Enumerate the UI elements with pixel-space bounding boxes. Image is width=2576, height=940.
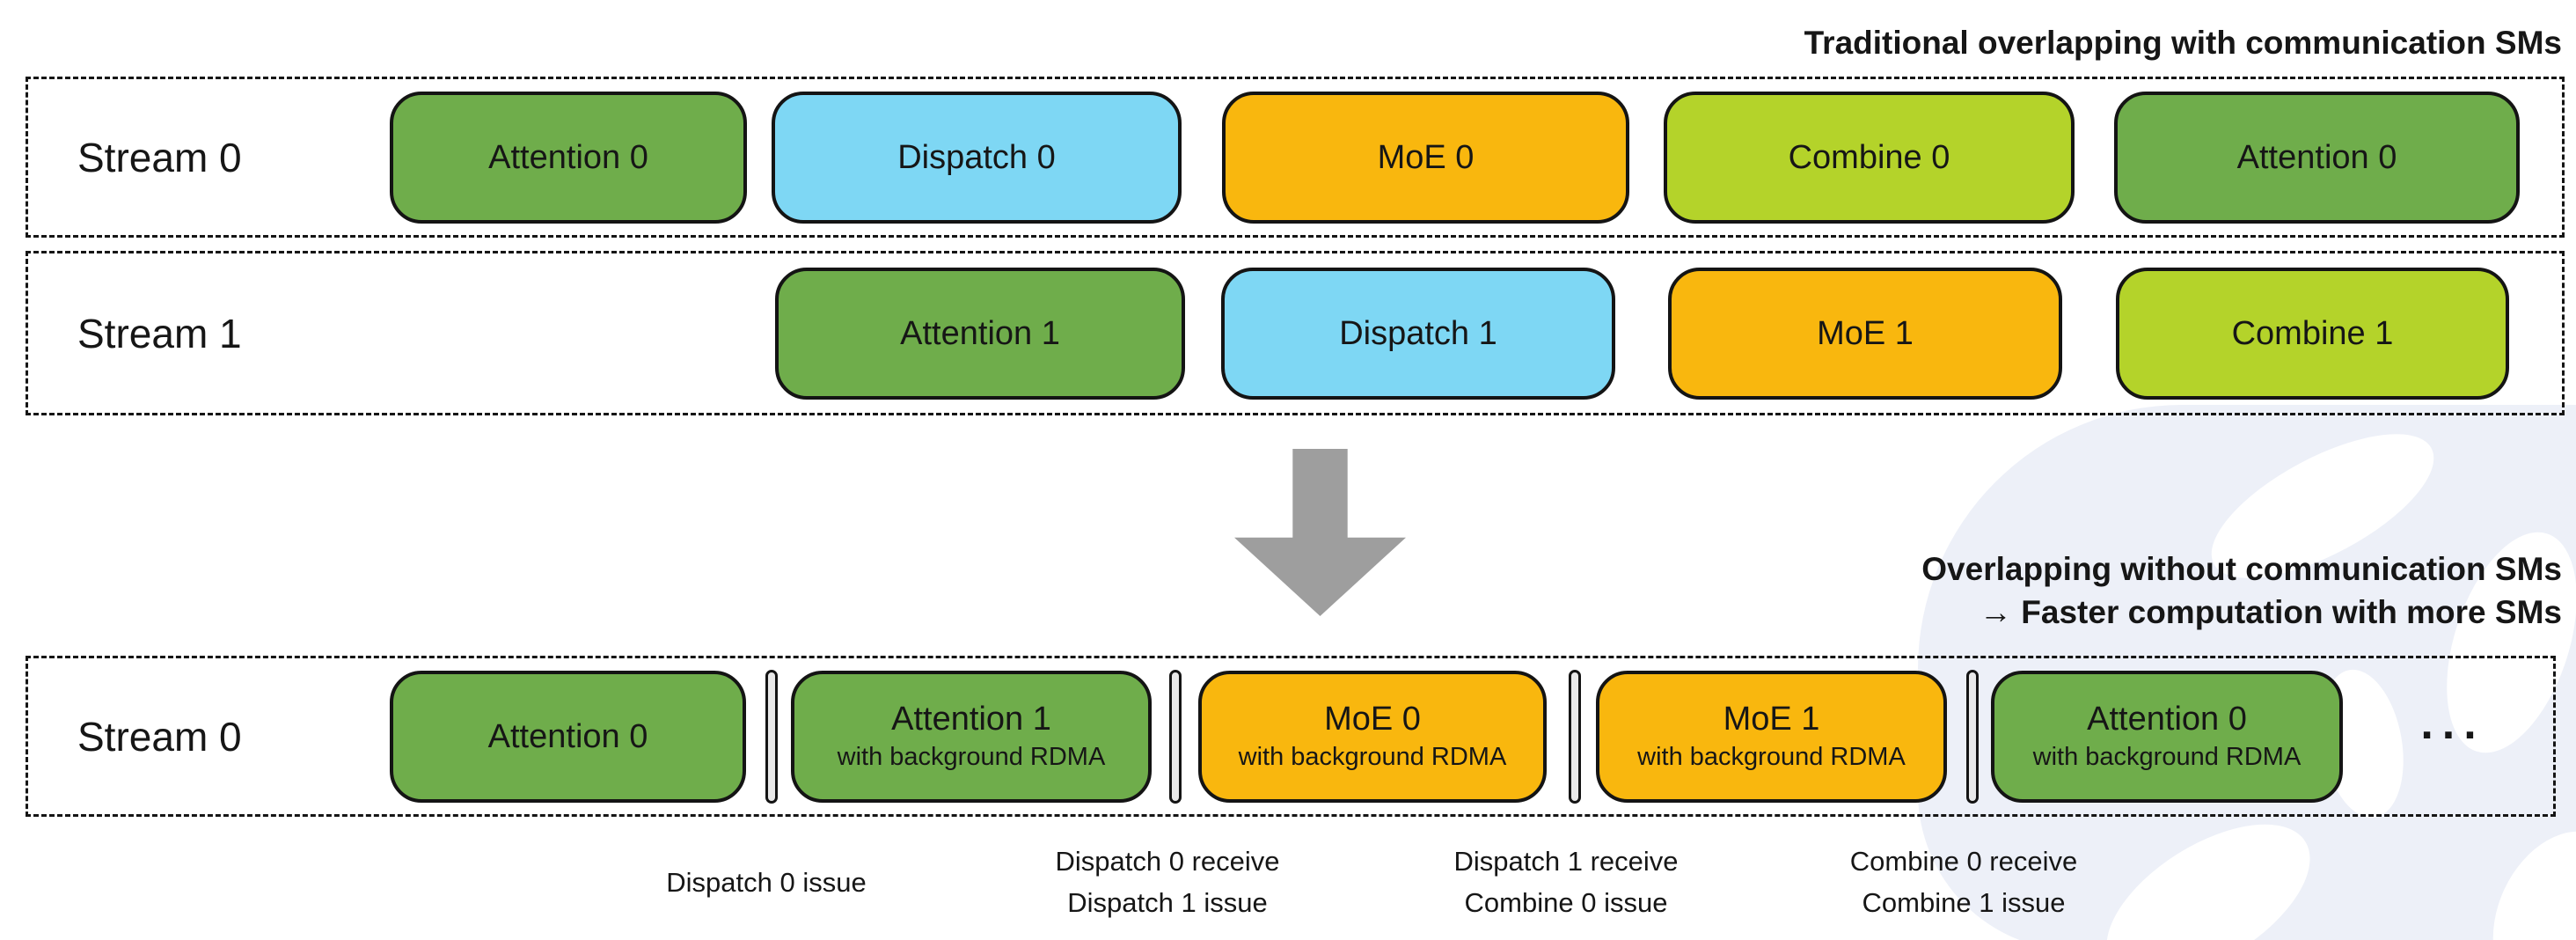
- task-box-attention-0: Attention 0 with background RDMA: [1991, 670, 2343, 803]
- stream-row-traditional-stream-0: Stream 0 Attention 0 Dispatch 0 MoE 0 Combin…: [26, 77, 2565, 238]
- overlap-title: Overlapping without communication SMs → …: [1921, 547, 2562, 634]
- task-label: Attention 1: [900, 314, 1060, 352]
- task-label: Attention 0: [2236, 138, 2397, 176]
- task-box-attention-0: Attention 0: [390, 670, 746, 803]
- task-box-moe-1: MoE 1: [1668, 267, 2062, 400]
- task-label: Dispatch 0: [897, 138, 1056, 176]
- task-sublabel: with background RDMA: [1238, 743, 1507, 771]
- task-label: Combine 1: [2231, 314, 2394, 352]
- annotation-1: Dispatch 0 issue: [666, 838, 866, 926]
- annotation-line: Dispatch 0 issue: [666, 866, 867, 898]
- annotation-line: Dispatch 1 receive: [1453, 846, 1679, 877]
- task-label: Attention 0: [488, 138, 648, 176]
- task-box-moe-1: MoE 1 with background RDMA: [1596, 670, 1947, 803]
- task-box-dispatch-0: Dispatch 0: [772, 91, 1182, 224]
- sm-separator: [1966, 669, 1979, 804]
- task-box-moe-0: MoE 0: [1222, 91, 1629, 224]
- stream-label-fused-stream-0: Stream 0: [77, 713, 242, 760]
- task-sublabel: with background RDMA: [837, 743, 1106, 771]
- task-label: MoE 0: [1324, 701, 1421, 738]
- task-box-attention-1: Attention 1: [775, 267, 1185, 400]
- task-box-combine-1: Combine 1: [2116, 267, 2509, 400]
- task-label: MoE 1: [1723, 701, 1820, 738]
- annotation-line: Dispatch 1 issue: [1067, 887, 1268, 918]
- annotation-line: Dispatch 0 receive: [1055, 846, 1280, 877]
- sm-separator: [1169, 669, 1182, 804]
- annotation-line: Combine 1 issue: [1862, 887, 2066, 918]
- stream-row-traditional-stream-1: Stream 1 Attention 1 Dispatch 1 MoE 1 Combin…: [26, 251, 2565, 415]
- task-label: Dispatch 1: [1339, 314, 1497, 352]
- sm-separator: [765, 669, 778, 804]
- task-label: MoE 0: [1377, 138, 1475, 176]
- task-box-dispatch-1: Dispatch 1: [1221, 267, 1615, 400]
- traditional-title: Traditional overlapping with communicati…: [1804, 25, 2562, 61]
- task-label: Attention 0: [2087, 701, 2247, 738]
- sm-separator: [1569, 669, 1581, 804]
- overlap-title-line2: → Faster computation with more SMs: [1980, 594, 2562, 630]
- stream-label-traditional-stream-1: Stream 1: [77, 310, 242, 356]
- overlap-title-line1: Overlapping without communication SMs: [1921, 551, 2562, 587]
- task-label: Attention 1: [891, 701, 1051, 738]
- task-label: Attention 0: [487, 717, 648, 755]
- task-box-moe-0: MoE 0 with background RDMA: [1198, 670, 1547, 803]
- annotation-line: Combine 0 issue: [1464, 887, 1668, 918]
- annotation-line: Combine 0 receive: [1849, 846, 2078, 877]
- stream-row-fused-stream-0: Stream 0 Attention 0 Attention 1 with backg…: [26, 656, 2556, 817]
- ellipsis: ...: [2420, 698, 2485, 750]
- task-box-attention-1: Attention 1 with background RDMA: [791, 670, 1152, 803]
- down-arrow-icon: [1234, 449, 1406, 616]
- task-label: MoE 1: [1817, 314, 1914, 352]
- task-box-combine-0: Combine 0: [1664, 91, 2075, 224]
- task-sublabel: with background RDMA: [2032, 743, 2302, 771]
- task-box-attention-0: Attention 0: [2114, 91, 2520, 224]
- task-label: Combine 0: [1788, 138, 1950, 176]
- task-sublabel: with background RDMA: [1637, 743, 1906, 771]
- stream-label-traditional-stream-0: Stream 0: [77, 134, 242, 180]
- task-box-attention-0: Attention 0: [390, 91, 747, 224]
